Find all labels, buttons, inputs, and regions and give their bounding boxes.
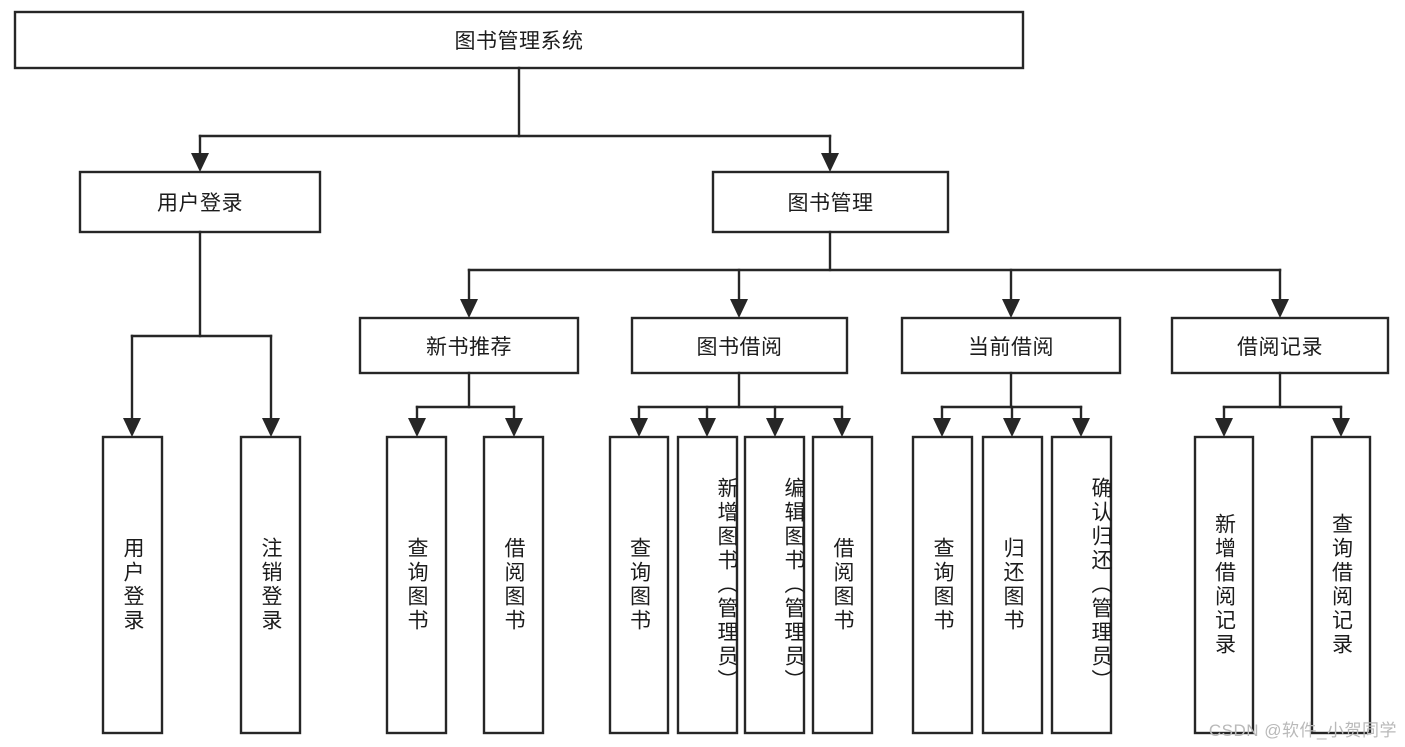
node-box-leaf-11[interactable] <box>1050 435 1113 735</box>
edge-root-to-level1 <box>191 66 839 172</box>
arrow-head-new-book-recommend <box>460 299 478 318</box>
edge-new-book-recommend-to-leaves <box>408 371 523 437</box>
arrow-head-leaf-8 <box>833 418 851 437</box>
arrow-head-book-borrow <box>730 299 748 318</box>
node-box-leaf-10[interactable] <box>981 435 1044 735</box>
arrow-head-leaf-3 <box>408 418 426 437</box>
arrow-head-user-login <box>191 153 209 172</box>
edge-book-borrow-to-leaves <box>630 371 851 437</box>
arrow-head-leaf-6 <box>698 418 716 437</box>
arrow-head-leaf-13 <box>1332 418 1350 437</box>
edge-user-login-to-leaves <box>123 230 280 437</box>
node-box-leaf-4[interactable] <box>482 435 545 735</box>
arrow-head-borrow-record <box>1271 299 1289 318</box>
csdn-watermark: CSDN @软件_小贺同学 <box>1208 721 1397 740</box>
arrow-head-current-borrow <box>1002 299 1020 318</box>
edge-borrow-record-to-leaves <box>1215 371 1350 437</box>
node-box-root[interactable] <box>13 10 1025 70</box>
node-box-book-borrow[interactable] <box>630 316 849 375</box>
node-box-leaf-9[interactable] <box>911 435 974 735</box>
node-box-leaf-3[interactable] <box>385 435 448 735</box>
arrow-head-leaf-1 <box>123 418 141 437</box>
node-box-book-management[interactable] <box>711 170 950 234</box>
node-box-leaf-6[interactable] <box>676 435 739 735</box>
arrow-head-leaf-9 <box>933 418 951 437</box>
node-box-leaf-5[interactable] <box>608 435 670 735</box>
node-box-leaf-12[interactable] <box>1193 435 1255 735</box>
arrow-head-leaf-12 <box>1215 418 1233 437</box>
node-box-user-login[interactable] <box>78 170 322 234</box>
arrow-head-leaf-4 <box>505 418 523 437</box>
node-box-borrow-record[interactable] <box>1170 316 1390 375</box>
arrow-head-leaf-11 <box>1072 418 1090 437</box>
node-box-leaf-1[interactable] <box>101 435 164 735</box>
arrow-head-leaf-5 <box>630 418 648 437</box>
edge-book-management-to-level2 <box>460 230 1289 318</box>
node-box-leaf-7[interactable] <box>743 435 806 735</box>
node-box-leaf-8[interactable] <box>811 435 874 735</box>
edge-current-borrow-to-leaves <box>933 371 1090 437</box>
arrow-head-book-management <box>821 153 839 172</box>
arrow-head-leaf-7 <box>766 418 784 437</box>
node-box-leaf-13[interactable] <box>1310 435 1372 735</box>
node-box-leaf-2[interactable] <box>239 435 302 735</box>
arrow-head-leaf-2 <box>262 418 280 437</box>
node-box-new-book-recommend[interactable] <box>358 316 580 375</box>
node-box-current-borrow[interactable] <box>900 316 1122 375</box>
arrow-head-leaf-10 <box>1003 418 1021 437</box>
